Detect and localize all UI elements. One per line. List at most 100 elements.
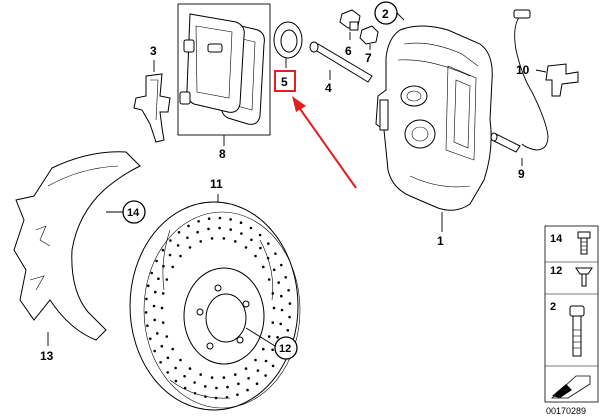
rotor-drill-hole xyxy=(239,221,243,224)
rotor-drill-hole xyxy=(146,324,149,328)
legend-label-2: 2 xyxy=(550,301,556,313)
guide-bolt xyxy=(311,43,373,83)
brake-rotor-group: 11 12 xyxy=(129,177,301,411)
rotor-drill-hole xyxy=(166,356,170,360)
rotor-drill-hole xyxy=(179,358,182,362)
bleed-cap xyxy=(359,25,379,45)
rotor-drill-hole xyxy=(165,278,169,281)
rotor-drill-hole xyxy=(276,336,279,339)
rotor-drill-hole xyxy=(286,329,290,332)
rotor-drill-hole xyxy=(280,294,283,298)
anti-rattle-spring xyxy=(133,73,171,143)
rotor-drill-hole xyxy=(256,369,260,372)
rotor-drill-hole xyxy=(166,371,169,374)
wear-sensor-bracket xyxy=(545,63,579,97)
rotor-drill-hole xyxy=(153,349,156,353)
rotor-drill-hole xyxy=(271,321,275,324)
rotor-drill-hole xyxy=(149,337,152,341)
rotor-drill-hole xyxy=(210,237,214,240)
rotor-drill-hole xyxy=(264,359,268,363)
rotor-drill-hole xyxy=(218,226,221,230)
seal-ring-group: 5 xyxy=(273,21,357,189)
rotor-drill-hole xyxy=(153,318,156,322)
legend-bolt-2-icon xyxy=(569,305,585,357)
rotor-drill-hole xyxy=(156,332,159,335)
rotor-drill-hole xyxy=(280,263,283,267)
dust-shield xyxy=(13,151,141,341)
rotor-drill-hole xyxy=(171,265,174,269)
rotor-drill-hole xyxy=(177,231,181,234)
part-label-7: 7 xyxy=(365,51,372,65)
legend-label-12: 12 xyxy=(550,265,562,277)
rotor-drill-hole xyxy=(254,358,257,362)
rotor-drill-hole xyxy=(250,238,253,242)
rotor-drill-hole xyxy=(267,278,271,281)
rotor-drill-hole xyxy=(244,246,248,249)
part-label-10: 10 xyxy=(516,63,530,77)
rotor-drill-hole xyxy=(199,240,202,243)
hardware-legend: 14 12 2 xyxy=(544,225,599,403)
rotor-drill-hole xyxy=(193,381,196,384)
rotor-drill-hole xyxy=(234,373,237,376)
rotor-drill-hole xyxy=(229,218,232,221)
rotor-drill-hole xyxy=(160,344,164,348)
rotor-drill-hole xyxy=(188,367,192,370)
rotor-drill-holes xyxy=(144,216,292,400)
rotor-drill-hole xyxy=(176,244,180,247)
rotor-drill-hole xyxy=(159,361,162,364)
rotor-drill-hole xyxy=(287,289,290,292)
rotor-drill-hole xyxy=(188,246,192,249)
rotor-drill-hole xyxy=(174,379,178,383)
part-label-14: 14 xyxy=(127,207,140,219)
rotor-drill-hole xyxy=(150,271,153,275)
rotor-drill-hole xyxy=(162,264,165,268)
rotor-drill-hole xyxy=(271,348,274,352)
guide-bolt-group: 4 xyxy=(309,41,373,95)
rotor-drill-hole xyxy=(222,237,226,240)
rotor-drill-hole xyxy=(171,347,174,351)
rotor-drill-hole xyxy=(197,220,200,223)
legend-corner-arrow-icon xyxy=(550,375,591,399)
rotor-drill-hole xyxy=(274,252,277,255)
part-label-6: 6 xyxy=(345,44,352,58)
rotor-drill-hole xyxy=(246,388,249,392)
rotor-drill-hole xyxy=(179,254,182,258)
rotor-drill-hole xyxy=(168,253,172,257)
rotor-drill-hole xyxy=(196,230,199,234)
rotor-drill-hole xyxy=(237,382,240,386)
rotor-drill-hole xyxy=(258,233,262,237)
rotor-drill-hole xyxy=(161,248,165,252)
rotor-drill-hole xyxy=(249,226,253,230)
brake-caliper xyxy=(375,25,493,211)
part-label-3: 3 xyxy=(150,44,157,58)
rotor-drill-hole xyxy=(160,306,164,310)
rotor-drill-hole xyxy=(277,281,281,284)
rotor-drill-hole xyxy=(165,335,169,338)
rotor-drill-hole xyxy=(234,240,237,243)
rotor-drill-hole xyxy=(247,377,250,380)
legend-bolt-14-icon xyxy=(577,231,591,255)
part-label-11: 11 xyxy=(210,177,223,191)
legend-screw-12-icon xyxy=(575,267,593,287)
rotor-drill-hole xyxy=(272,268,276,272)
rotor-drill-hole xyxy=(152,304,156,308)
rotor-drill-hole xyxy=(284,276,288,279)
rotor-drill-hole xyxy=(288,315,291,319)
rotor-drill-hole xyxy=(262,265,265,269)
catalog-number: 00170289 xyxy=(546,406,586,416)
part-label-1: 1 xyxy=(437,234,444,248)
rotor-drill-hole xyxy=(174,366,177,370)
rotor-drill-hole xyxy=(186,236,189,239)
rotor-drill-hole xyxy=(145,297,148,301)
part-label-12: 12 xyxy=(279,343,291,355)
rotor-drill-hole xyxy=(236,393,239,397)
rotor-drill-hole xyxy=(210,376,214,379)
rotor-drill-hole xyxy=(272,306,276,310)
anti-rattle-spring-group: 3 xyxy=(133,44,171,143)
rotor-drill-hole xyxy=(154,290,157,294)
rotor-drill-hole xyxy=(187,224,190,228)
rotor-drill-hole xyxy=(204,385,207,388)
rotor-drill-hole xyxy=(222,376,226,379)
legend-label-14: 14 xyxy=(550,233,563,245)
rotor-drill-hole xyxy=(144,311,148,314)
